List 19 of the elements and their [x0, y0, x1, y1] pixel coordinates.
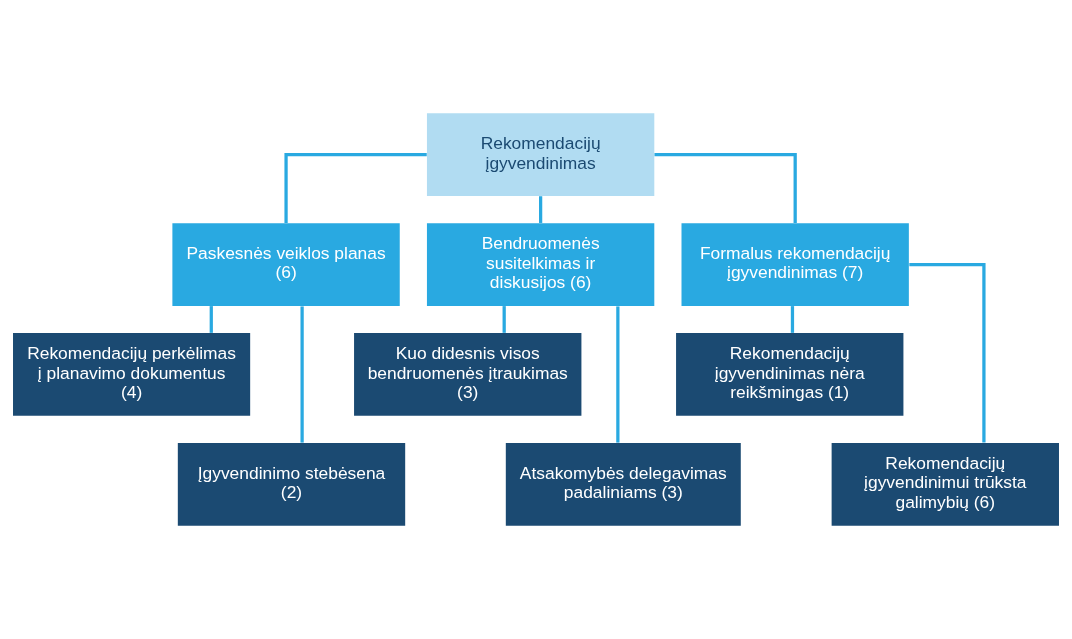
connector: [209, 306, 213, 333]
connector: [616, 306, 620, 443]
connector: [284, 153, 427, 224]
connector: [300, 306, 304, 443]
connector: [909, 262, 986, 443]
connector: [502, 306, 506, 333]
node-box: Formalus rekomendacijų įgyvendinimas (7): [681, 223, 909, 306]
node-box: Atsakomybės delegavimas padaliniams (3): [505, 442, 741, 526]
node-box: Rekomendacijų įgyvendinimas: [426, 113, 655, 197]
node-box: Rekomendacijų įgyvendinimui trūksta galimybių (6): [831, 442, 1059, 526]
node-box: Paskesnės veiklos planas (6): [172, 223, 400, 306]
node-box: Rekomendacijų įgyvendinimas nėra reikšmingas (1): [676, 333, 904, 416]
connector: [539, 196, 543, 223]
node-box: Bendruomenės susitelkimas ir diskusijos (6): [426, 223, 655, 306]
connector: [654, 153, 797, 224]
node-box: Kuo didesnis visos bendruomenės įtraukimas (3): [354, 333, 582, 416]
node-box: Įgyvendinimo stebėsena (2): [177, 442, 406, 526]
node-box: Rekomendacijų perkėlimas į planavimo dokumentus (4): [13, 333, 251, 416]
connector: [790, 306, 795, 333]
